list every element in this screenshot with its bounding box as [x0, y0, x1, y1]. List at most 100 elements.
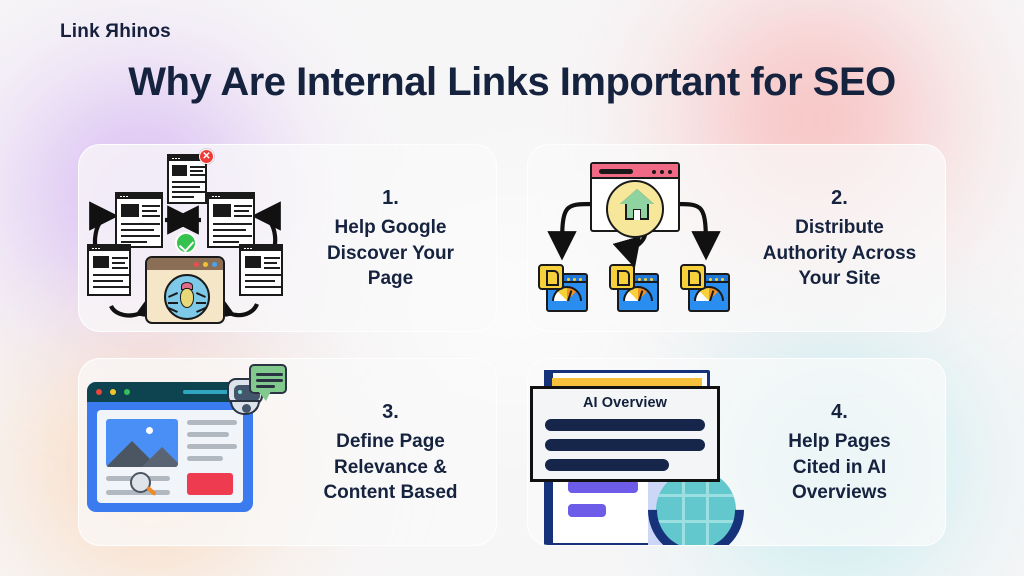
card-1-line-3: Page	[367, 267, 414, 289]
titlebar-dot	[644, 277, 647, 281]
robot-eye	[238, 390, 242, 394]
page-text-line	[172, 196, 194, 198]
page-text-line	[213, 223, 252, 225]
bubble-tail	[258, 391, 271, 401]
page-text-line	[264, 262, 277, 264]
ai-overview-illustration: AI Overview	[528, 359, 764, 545]
page-text-line	[142, 210, 157, 212]
page-text-line	[121, 229, 154, 231]
child-page-node	[609, 264, 659, 312]
card-2-number: 2.	[831, 186, 848, 209]
image-mountain	[142, 447, 178, 467]
page-titlebar	[241, 246, 281, 251]
file-sheet-icon	[546, 270, 559, 286]
card-3-line-1: Define Page	[336, 431, 445, 453]
page-titlebar-dots	[212, 195, 220, 197]
card-3-number: 3.	[382, 400, 399, 423]
cards-grid: ✕	[78, 144, 946, 548]
page-titlebar-dots	[92, 247, 100, 249]
page-image-block	[93, 256, 109, 268]
page-text-line	[213, 229, 246, 231]
call-to-action-button[interactable]	[187, 473, 233, 495]
card-ai-overviews[interactable]: AI Overview 4. Help Pages Cited in AI Ov…	[527, 358, 946, 546]
card-4-line-3: Overviews	[791, 481, 888, 503]
bug-body	[180, 287, 194, 308]
card-define-page-relevance[interactable]: 3. Define Page Relevance & Content Based	[78, 358, 497, 546]
crawler-illustration: ✕	[79, 145, 291, 331]
search-magnifier-icon	[130, 472, 157, 496]
card-4-line-2: Cited in AI	[792, 456, 887, 478]
bubble-line	[256, 379, 283, 382]
brand-logo: Link Rhinos	[60, 21, 171, 43]
hero-image-placeholder	[106, 419, 178, 467]
card-1-line-2: Discover Your	[326, 242, 455, 264]
page-text-line	[234, 210, 249, 212]
page-text-line	[245, 274, 281, 276]
bug-leg	[168, 302, 178, 304]
content-text-line	[187, 420, 237, 425]
browser-dot	[652, 169, 656, 174]
card-3-text: 3. Define Page Relevance & Content Based	[291, 399, 496, 505]
browser-titlebar	[592, 164, 678, 179]
window-dot-green	[124, 389, 130, 395]
card-help-google-discover[interactable]: ✕	[78, 144, 497, 332]
page-image-block	[121, 204, 139, 217]
content-text-line	[187, 456, 223, 461]
titlebar-dot	[567, 277, 570, 281]
window-dot-yellow	[203, 261, 208, 267]
card-2-line-2: Authority Across	[762, 242, 917, 264]
error-x-badge: ✕	[199, 149, 214, 164]
bug-leg	[196, 302, 206, 304]
content-text-line	[187, 432, 229, 437]
ai-overview-result-bar	[545, 439, 705, 451]
page-text-line	[190, 174, 205, 176]
card-2-line-3: Your Site	[798, 267, 881, 289]
crawler-window-titlebar	[147, 258, 223, 270]
brand-logo-r-glyph: R	[105, 21, 120, 42]
window-dot-red	[96, 389, 102, 395]
card-distribute-authority[interactable]: 2. Distribute Authority Across Your Site	[527, 144, 946, 332]
robot-body	[230, 400, 260, 415]
house-door	[633, 209, 641, 220]
page-titlebar-dots	[120, 195, 128, 197]
website-content-area	[97, 410, 243, 503]
page-text-line	[121, 241, 147, 243]
page-text-line	[234, 215, 252, 217]
ai-overview-result-bar	[545, 459, 669, 471]
titlebar-dot	[573, 277, 576, 281]
file-sheet-icon	[688, 270, 701, 286]
brand-logo-text-right: hinos	[119, 21, 171, 42]
page-titlebar-dots	[172, 157, 180, 159]
titlebar-dot	[638, 277, 641, 281]
content-text-line	[187, 444, 237, 449]
page-text-line	[234, 205, 252, 207]
window-dot-blue	[212, 261, 217, 267]
bug-leg	[168, 307, 178, 313]
page-titlebar	[89, 246, 129, 251]
brand-logo-text-left: Link	[60, 21, 106, 42]
card-4-text: 4. Help Pages Cited in AI Overviews	[740, 399, 945, 505]
page-text-line	[245, 286, 281, 288]
card-1-line-1: Help Google	[334, 217, 447, 239]
page-thumbnail	[207, 192, 255, 248]
page-text-line	[172, 186, 200, 188]
card-2-text: 2. Distribute Authority Across Your Site	[740, 185, 945, 291]
file-sheet-icon	[617, 270, 630, 286]
serp-highlight-bar	[568, 504, 606, 517]
success-check-badge	[175, 232, 197, 254]
titlebar-dot	[709, 277, 712, 281]
page-text-line	[245, 280, 275, 282]
page-file-chip	[609, 264, 635, 290]
bug-leg	[196, 292, 206, 298]
browser-dot	[660, 169, 664, 174]
page-titlebar	[117, 194, 161, 199]
titlebar-dot	[650, 277, 653, 281]
page-title: Why Are Internal Links Important for SEO	[128, 60, 896, 104]
card-2-line-1: Distribute	[795, 217, 884, 239]
page-text-line	[121, 223, 160, 225]
authority-illustration	[528, 145, 740, 331]
page-text-line	[121, 235, 160, 237]
card-3-line-3: Content Based	[323, 481, 458, 503]
page-text-line	[112, 262, 125, 264]
